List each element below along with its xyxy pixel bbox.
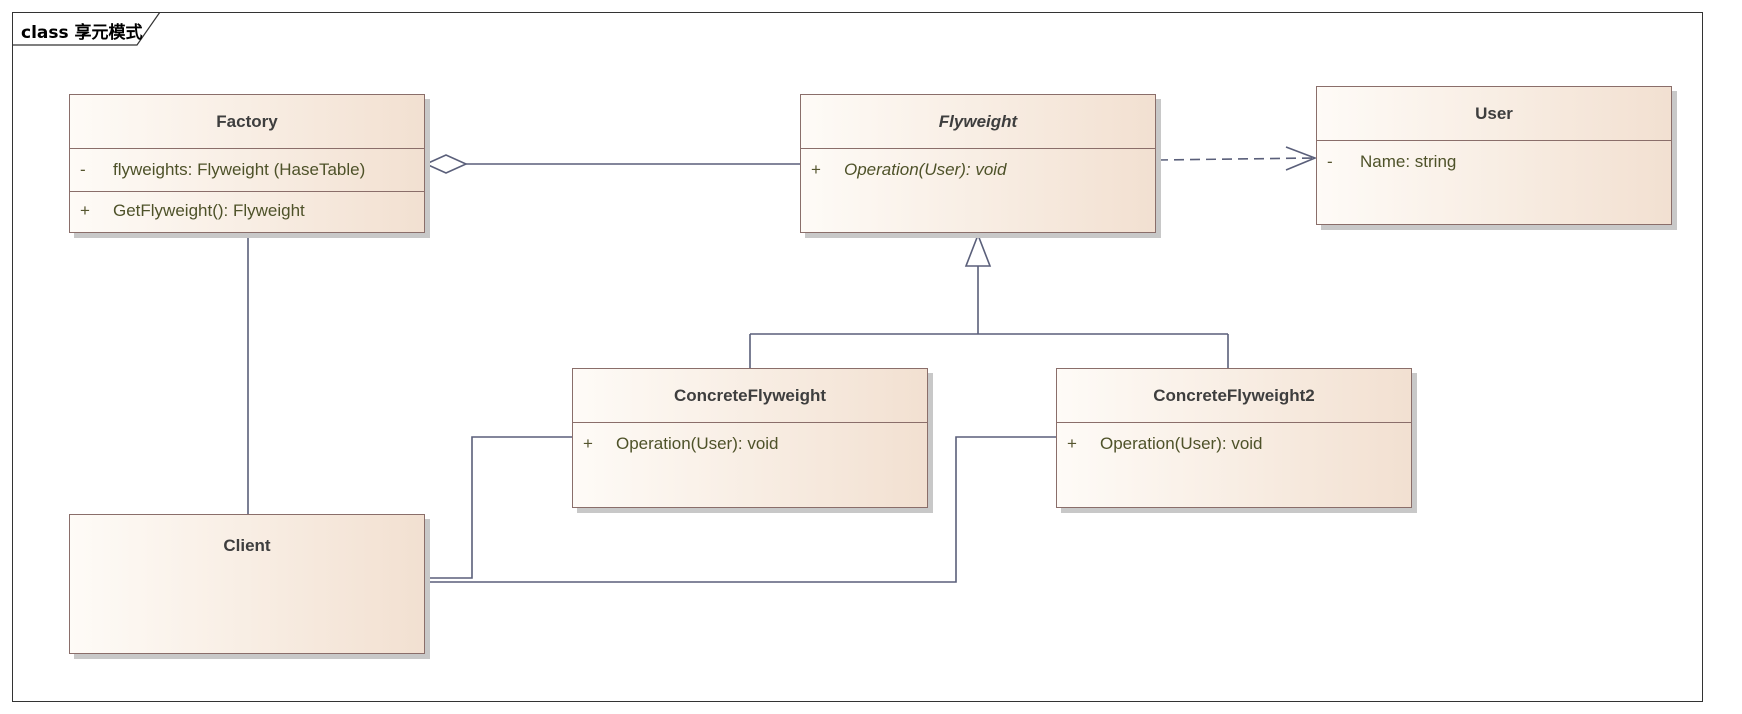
visibility-public: + <box>1067 434 1077 453</box>
operation-row[interactable]: + Operation(User): void <box>801 149 1155 191</box>
visibility-public: + <box>811 160 821 179</box>
attribute-text: Name: string <box>1360 152 1457 171</box>
class-name: Flyweight <box>938 112 1018 131</box>
attribute-text: flyweights: Flyweight (HaseTable) <box>113 160 366 179</box>
association-client-concrete1[interactable] <box>424 436 572 579</box>
visibility-private: - <box>1327 152 1333 171</box>
operation-row[interactable]: + Operation(User): void <box>573 423 927 465</box>
association-client-concrete2[interactable] <box>424 436 1056 583</box>
class-concrete-flyweight2[interactable]: ConcreteFlyweight2 + Operation(User): vo… <box>1056 368 1412 508</box>
attributes-compartment: - flyweights: Flyweight (HaseTable) <box>70 148 424 191</box>
operation-text: Operation(User): void <box>616 434 779 453</box>
attributes-compartment: - Name: string <box>1317 140 1671 183</box>
diagram-frame <box>12 12 1703 702</box>
operation-row[interactable]: + Operation(User): void <box>1057 423 1411 465</box>
frame-keyword: class <box>21 23 69 43</box>
operation-text: Operation(User): void <box>844 160 1007 179</box>
visibility-public: + <box>80 201 90 220</box>
class-name: Client <box>223 536 271 555</box>
dependency-flyweight-user[interactable] <box>1157 146 1318 171</box>
operations-compartment: + Operation(User): void <box>573 422 927 465</box>
operations-compartment: + GetFlyweight(): Flyweight <box>70 191 424 234</box>
attribute-row[interactable]: - Name: string <box>1317 141 1671 183</box>
aggregation-factory-flyweight[interactable] <box>424 154 800 174</box>
operation-text: GetFlyweight(): Flyweight <box>113 201 305 220</box>
operations-compartment: + Operation(User): void <box>801 148 1155 191</box>
frame-name: 享元模式 <box>74 23 143 43</box>
generalization-to-flyweight[interactable] <box>749 232 1229 368</box>
visibility-public: + <box>583 434 593 453</box>
class-name: ConcreteFlyweight2 <box>1153 386 1315 405</box>
operations-compartment: + Operation(User): void <box>1057 422 1411 465</box>
class-factory[interactable]: Factory - flyweights: Flyweight (HaseTab… <box>69 94 425 233</box>
frame-title: class 享元模式 <box>21 18 143 43</box>
class-name: User <box>1475 104 1513 123</box>
attribute-row[interactable]: - flyweights: Flyweight (HaseTable) <box>70 149 424 191</box>
class-flyweight[interactable]: Flyweight + Operation(User): void <box>800 94 1156 233</box>
operation-row[interactable]: + GetFlyweight(): Flyweight <box>70 192 424 234</box>
class-name: Factory <box>216 112 278 131</box>
visibility-private: - <box>80 160 86 179</box>
class-concrete-flyweight[interactable]: ConcreteFlyweight + Operation(User): voi… <box>572 368 928 508</box>
class-client[interactable]: Client <box>69 514 425 654</box>
class-user[interactable]: User - Name: string <box>1316 86 1672 225</box>
class-name: ConcreteFlyweight <box>673 386 827 405</box>
frame-tab <box>12 12 161 46</box>
operation-text: Operation(User): void <box>1100 434 1263 453</box>
